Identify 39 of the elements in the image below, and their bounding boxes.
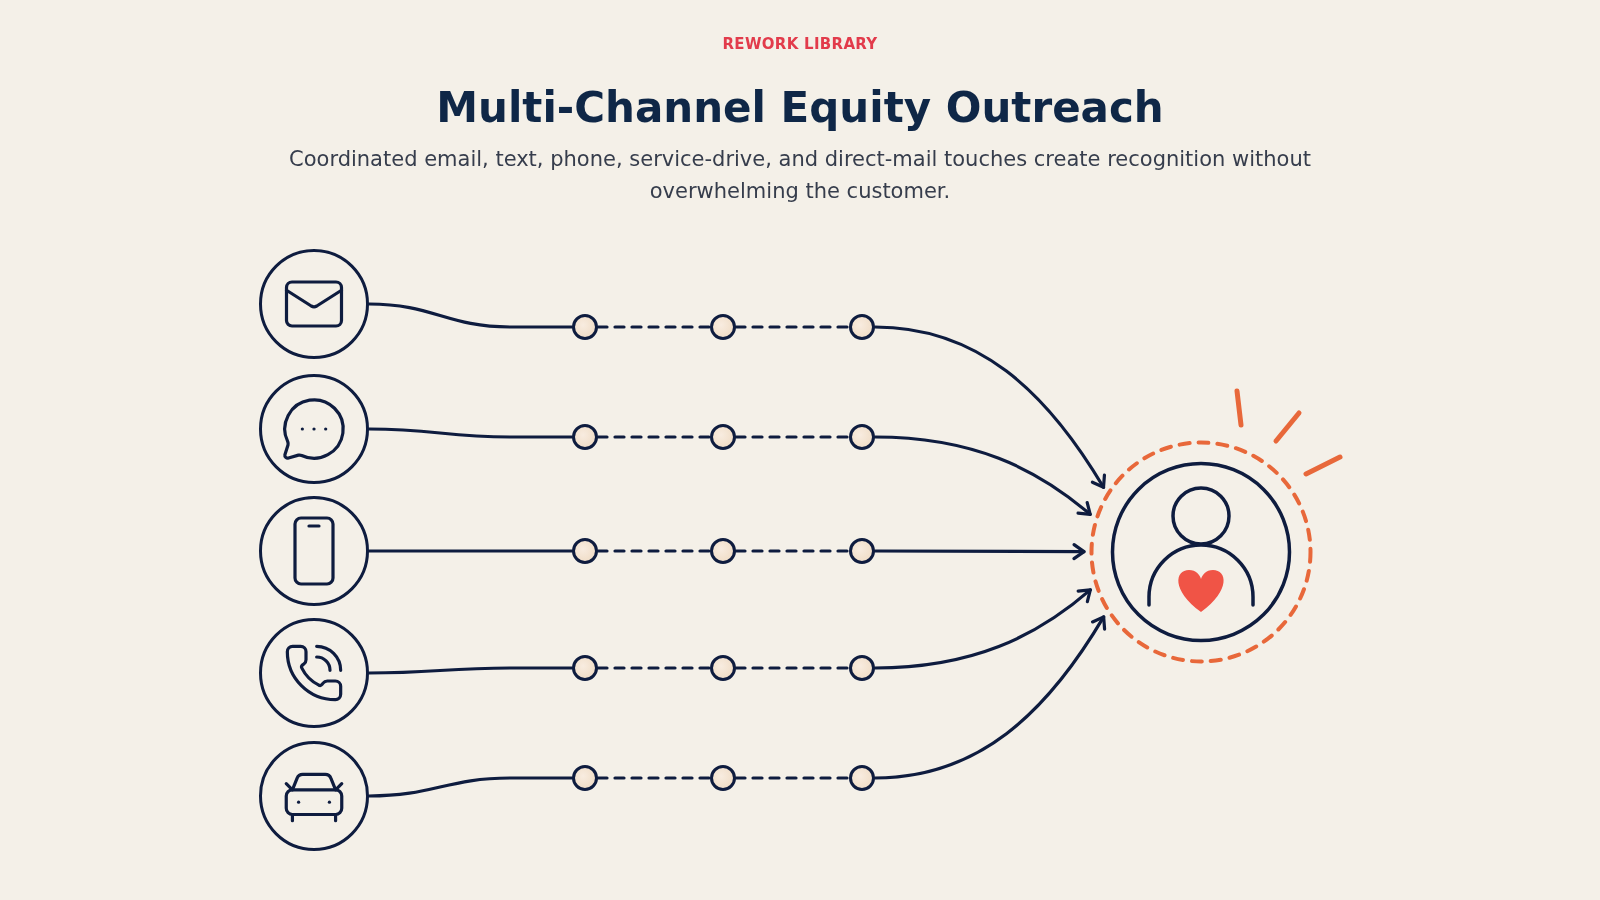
touchpoint-circle [710,538,736,564]
arrow [873,615,1106,780]
dashed-line [596,435,712,439]
touchpoint-circle [849,314,875,340]
touchpoint-circle [710,765,736,791]
touchpoint-circle [849,765,875,791]
arrow [873,325,1106,489]
subtitle: Coordinated email, text, phone, service-drive, and direct-mail touches create recognition without overwhelming the customer. [288,146,1312,205]
touchpoint-circle [710,424,736,450]
kicker-label: REWORK LIBRARY [722,34,878,55]
touchpoint-circle [710,314,736,340]
touchpoint-circle [572,538,598,564]
title: Multi-Channel Equity Outreach [436,82,1164,134]
dashed-line [596,776,712,780]
connector-line [367,666,574,675]
dashed-line [734,435,851,439]
connector-line [367,549,574,553]
touchpoint-circle [849,655,875,681]
touchpoint-circle [710,655,736,681]
touchpoint-circle [572,314,598,340]
dashed-line [734,549,851,553]
dashed-line [734,666,851,670]
touchpoint-circle [849,424,875,450]
arrow [873,543,1086,561]
dashed-line [596,325,712,329]
connector-line [367,776,574,798]
touchpoint-circle [849,538,875,564]
dashed-line [734,325,851,329]
dashed-line [734,776,851,780]
touchpoint-circle [572,655,598,681]
touchpoint-circle [572,424,598,450]
customer-ring [1089,440,1313,664]
dashed-line [596,549,712,553]
connector-line [367,302,574,329]
touchpoint-circle [572,765,598,791]
connector-line [367,427,574,439]
arrow [873,588,1092,670]
dashed-line [596,666,712,670]
arrow [873,435,1092,516]
